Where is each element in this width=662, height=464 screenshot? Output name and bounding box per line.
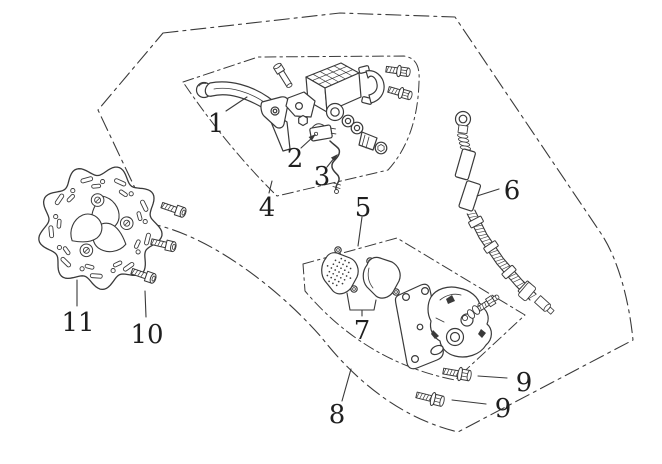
switch-wire [329,140,341,194]
callout-8: 8 [329,400,346,430]
bleed-valve [461,294,500,322]
callout-3: 3 [314,162,331,192]
callout-6: 6 [504,176,521,206]
bolts [130,64,472,407]
brake-caliper [394,283,492,370]
leader-9a [477,375,508,379]
callout-9b: 9 [495,394,512,424]
brake-lever [195,81,291,152]
brake-disc [38,166,163,291]
pad-friction-texture [326,257,352,287]
caliper-boundary-group-5 [302,237,526,381]
callout-10: 10 [130,320,163,350]
callout-1: 1 [208,109,225,139]
callout-2: 2 [287,144,304,174]
leader-arrowheads [308,134,338,162]
leader-6 [476,188,500,197]
callouts: 1 2 3 4 5 6 7 8 9 9 10 11 [61,109,532,430]
leader-7 [346,292,377,317]
leader-10 [144,290,147,318]
leader-4 [268,180,273,194]
lever-pivot-bolt [273,62,293,89]
hose-sleeve-lower [458,180,482,212]
brake-hose [454,110,555,315]
leader-8 [341,368,352,402]
callout-4: 4 [259,193,276,223]
reservoir-cap-grid [311,65,354,86]
hose-sleeve-upper [454,148,476,181]
master-cylinder-boundary-group-4 [182,55,420,197]
leader-5 [357,216,363,247]
leader-9b [451,399,487,405]
outer-boundary-group-8 [97,12,634,433]
hose-end-fitting [534,295,555,315]
callout-9a: 9 [516,368,533,398]
leader-1 [225,96,248,112]
handlebar-clamp [358,65,385,105]
master-cylinder [285,62,388,155]
caliper-body [427,286,492,358]
brake-light-switch [309,123,337,142]
callout-5: 5 [355,193,372,223]
callout-7: 7 [354,316,371,346]
brake-pads [321,246,401,299]
callout-11: 11 [61,308,94,338]
adjuster-nut [298,114,308,127]
